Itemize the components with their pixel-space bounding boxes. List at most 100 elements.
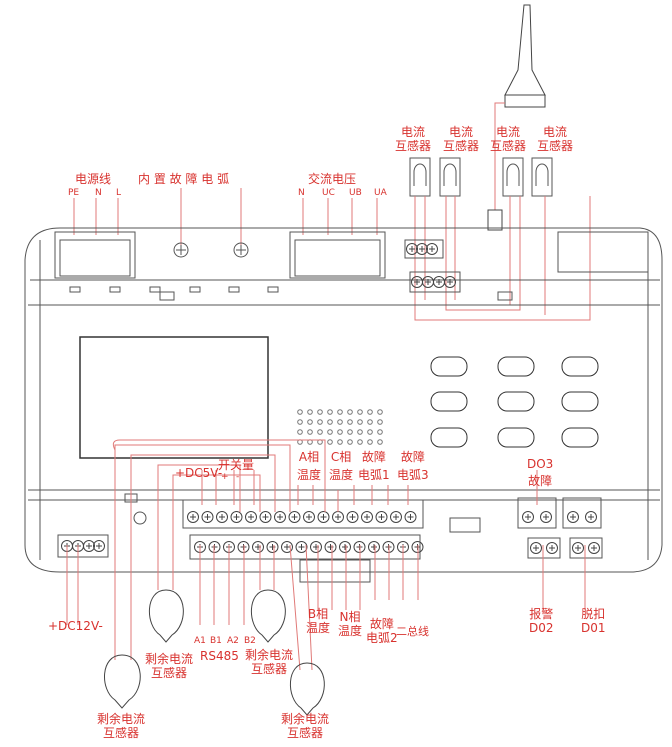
grille-hole — [377, 419, 383, 425]
screw-icon — [245, 511, 257, 523]
screw-icon — [83, 540, 95, 552]
screw-icon — [433, 276, 445, 288]
rcct-label-4: 剩余电流互感器 — [281, 712, 330, 740]
b1-label: B1 — [210, 636, 222, 646]
c-phase-temp-label: C相温度 — [329, 450, 354, 482]
grille-hole — [377, 409, 383, 415]
grille-hole — [347, 419, 353, 425]
screw-icon — [230, 511, 243, 523]
ct-label-4: 电流互感器 — [537, 125, 574, 153]
grille-hole — [297, 419, 303, 425]
wires-bottom — [66, 439, 586, 671]
grille-hole — [297, 429, 303, 435]
rcct-label-3: 剩余电流互感器 — [97, 712, 146, 740]
rcct-label-1: 剩余电流互感器 — [145, 652, 194, 680]
fault-arc1-label: 故障电弧1 — [358, 450, 390, 482]
ac-voltage-label: 交流电压 — [308, 172, 357, 186]
grille-hole — [357, 409, 363, 415]
screw-icon — [310, 541, 322, 553]
screw-icon — [201, 511, 214, 523]
ct-label-3: 电流互感器 — [490, 125, 527, 153]
grille-hole — [347, 439, 353, 445]
screw-icon — [266, 541, 279, 553]
grille-hole — [317, 419, 323, 425]
grille-hole — [367, 439, 373, 445]
dc5v-label: +DC5V- — [175, 466, 223, 480]
screw-icon — [303, 511, 315, 523]
screw-icon — [339, 541, 351, 553]
screw-icon — [530, 542, 542, 554]
screw-icon — [216, 511, 228, 523]
power-line-label: 电源线 — [75, 172, 112, 186]
screw-icon — [585, 511, 597, 523]
grille-hole — [327, 429, 333, 435]
grille-hole — [327, 439, 333, 445]
screw-icon — [187, 511, 199, 523]
grille-hole — [337, 439, 343, 445]
screw-icon — [416, 243, 428, 255]
buzzer-grille — [297, 409, 383, 445]
screw-icon — [404, 511, 417, 523]
terminal-screws — [61, 243, 600, 554]
screw-icon — [281, 541, 293, 553]
builtin-arc-label: 内 置 故 障 电 弧 — [138, 172, 230, 186]
grille-hole — [367, 419, 373, 425]
ub-label: UB — [349, 188, 362, 198]
screw-icon — [444, 276, 456, 288]
grille-hole — [367, 429, 373, 435]
grille-hole — [337, 419, 343, 425]
screw-icon — [93, 540, 105, 552]
n-phase-temp-label: N相温度 — [338, 610, 363, 638]
n-label: N — [95, 188, 102, 198]
grille-hole — [357, 419, 363, 425]
device-body — [24, 227, 663, 573]
switch-plus: + — [221, 472, 229, 482]
pe-label: PE — [68, 188, 80, 198]
screw-icon — [332, 511, 344, 523]
screw-icon — [540, 511, 552, 523]
screw-icon — [274, 511, 286, 523]
l-label: L — [116, 188, 122, 198]
switch-input-label: 开关量 — [218, 458, 255, 472]
b-phase-temp-label: B相温度 — [306, 607, 331, 635]
two-bus-label: 二总线 — [396, 625, 429, 638]
voltage-n-label: N — [298, 188, 305, 198]
screw-icon — [422, 276, 434, 288]
screw-icon — [567, 511, 579, 523]
current-transformers — [409, 157, 553, 197]
grille-hole — [347, 409, 353, 415]
screw-icon — [324, 541, 337, 553]
fault-arc2-label: 故障电弧2 — [366, 617, 398, 645]
residual-current-transformers — [104, 589, 325, 716]
ct-label-2: 电流互感器 — [443, 125, 480, 153]
grille-hole — [307, 429, 313, 435]
grille-hole — [297, 409, 303, 415]
grille-hole — [377, 439, 383, 445]
rcct-label-2: 剩余电流互感器 — [245, 648, 294, 676]
ct-label-1: 电流互感器 — [395, 125, 432, 153]
screw-icon — [546, 542, 558, 554]
keypad-buttons — [430, 356, 599, 448]
screw-icon — [295, 541, 308, 553]
wires-top — [73, 188, 591, 321]
screw-icon — [411, 276, 423, 288]
screw-icon — [426, 243, 438, 255]
screw-icon — [390, 511, 402, 523]
grille-hole — [357, 429, 363, 435]
grille-hole — [377, 429, 383, 435]
grille-hole — [327, 409, 333, 415]
screw-icon — [361, 511, 373, 523]
grille-hole — [357, 439, 363, 445]
fault-arc3-label: 故障电弧3 — [397, 450, 429, 482]
screw-icon — [317, 511, 330, 523]
ua-label: UA — [374, 188, 387, 198]
rs485-label: RS485 — [200, 649, 239, 663]
b2-label: B2 — [244, 636, 256, 646]
grille-hole — [337, 429, 343, 435]
screw-icon — [346, 511, 359, 523]
